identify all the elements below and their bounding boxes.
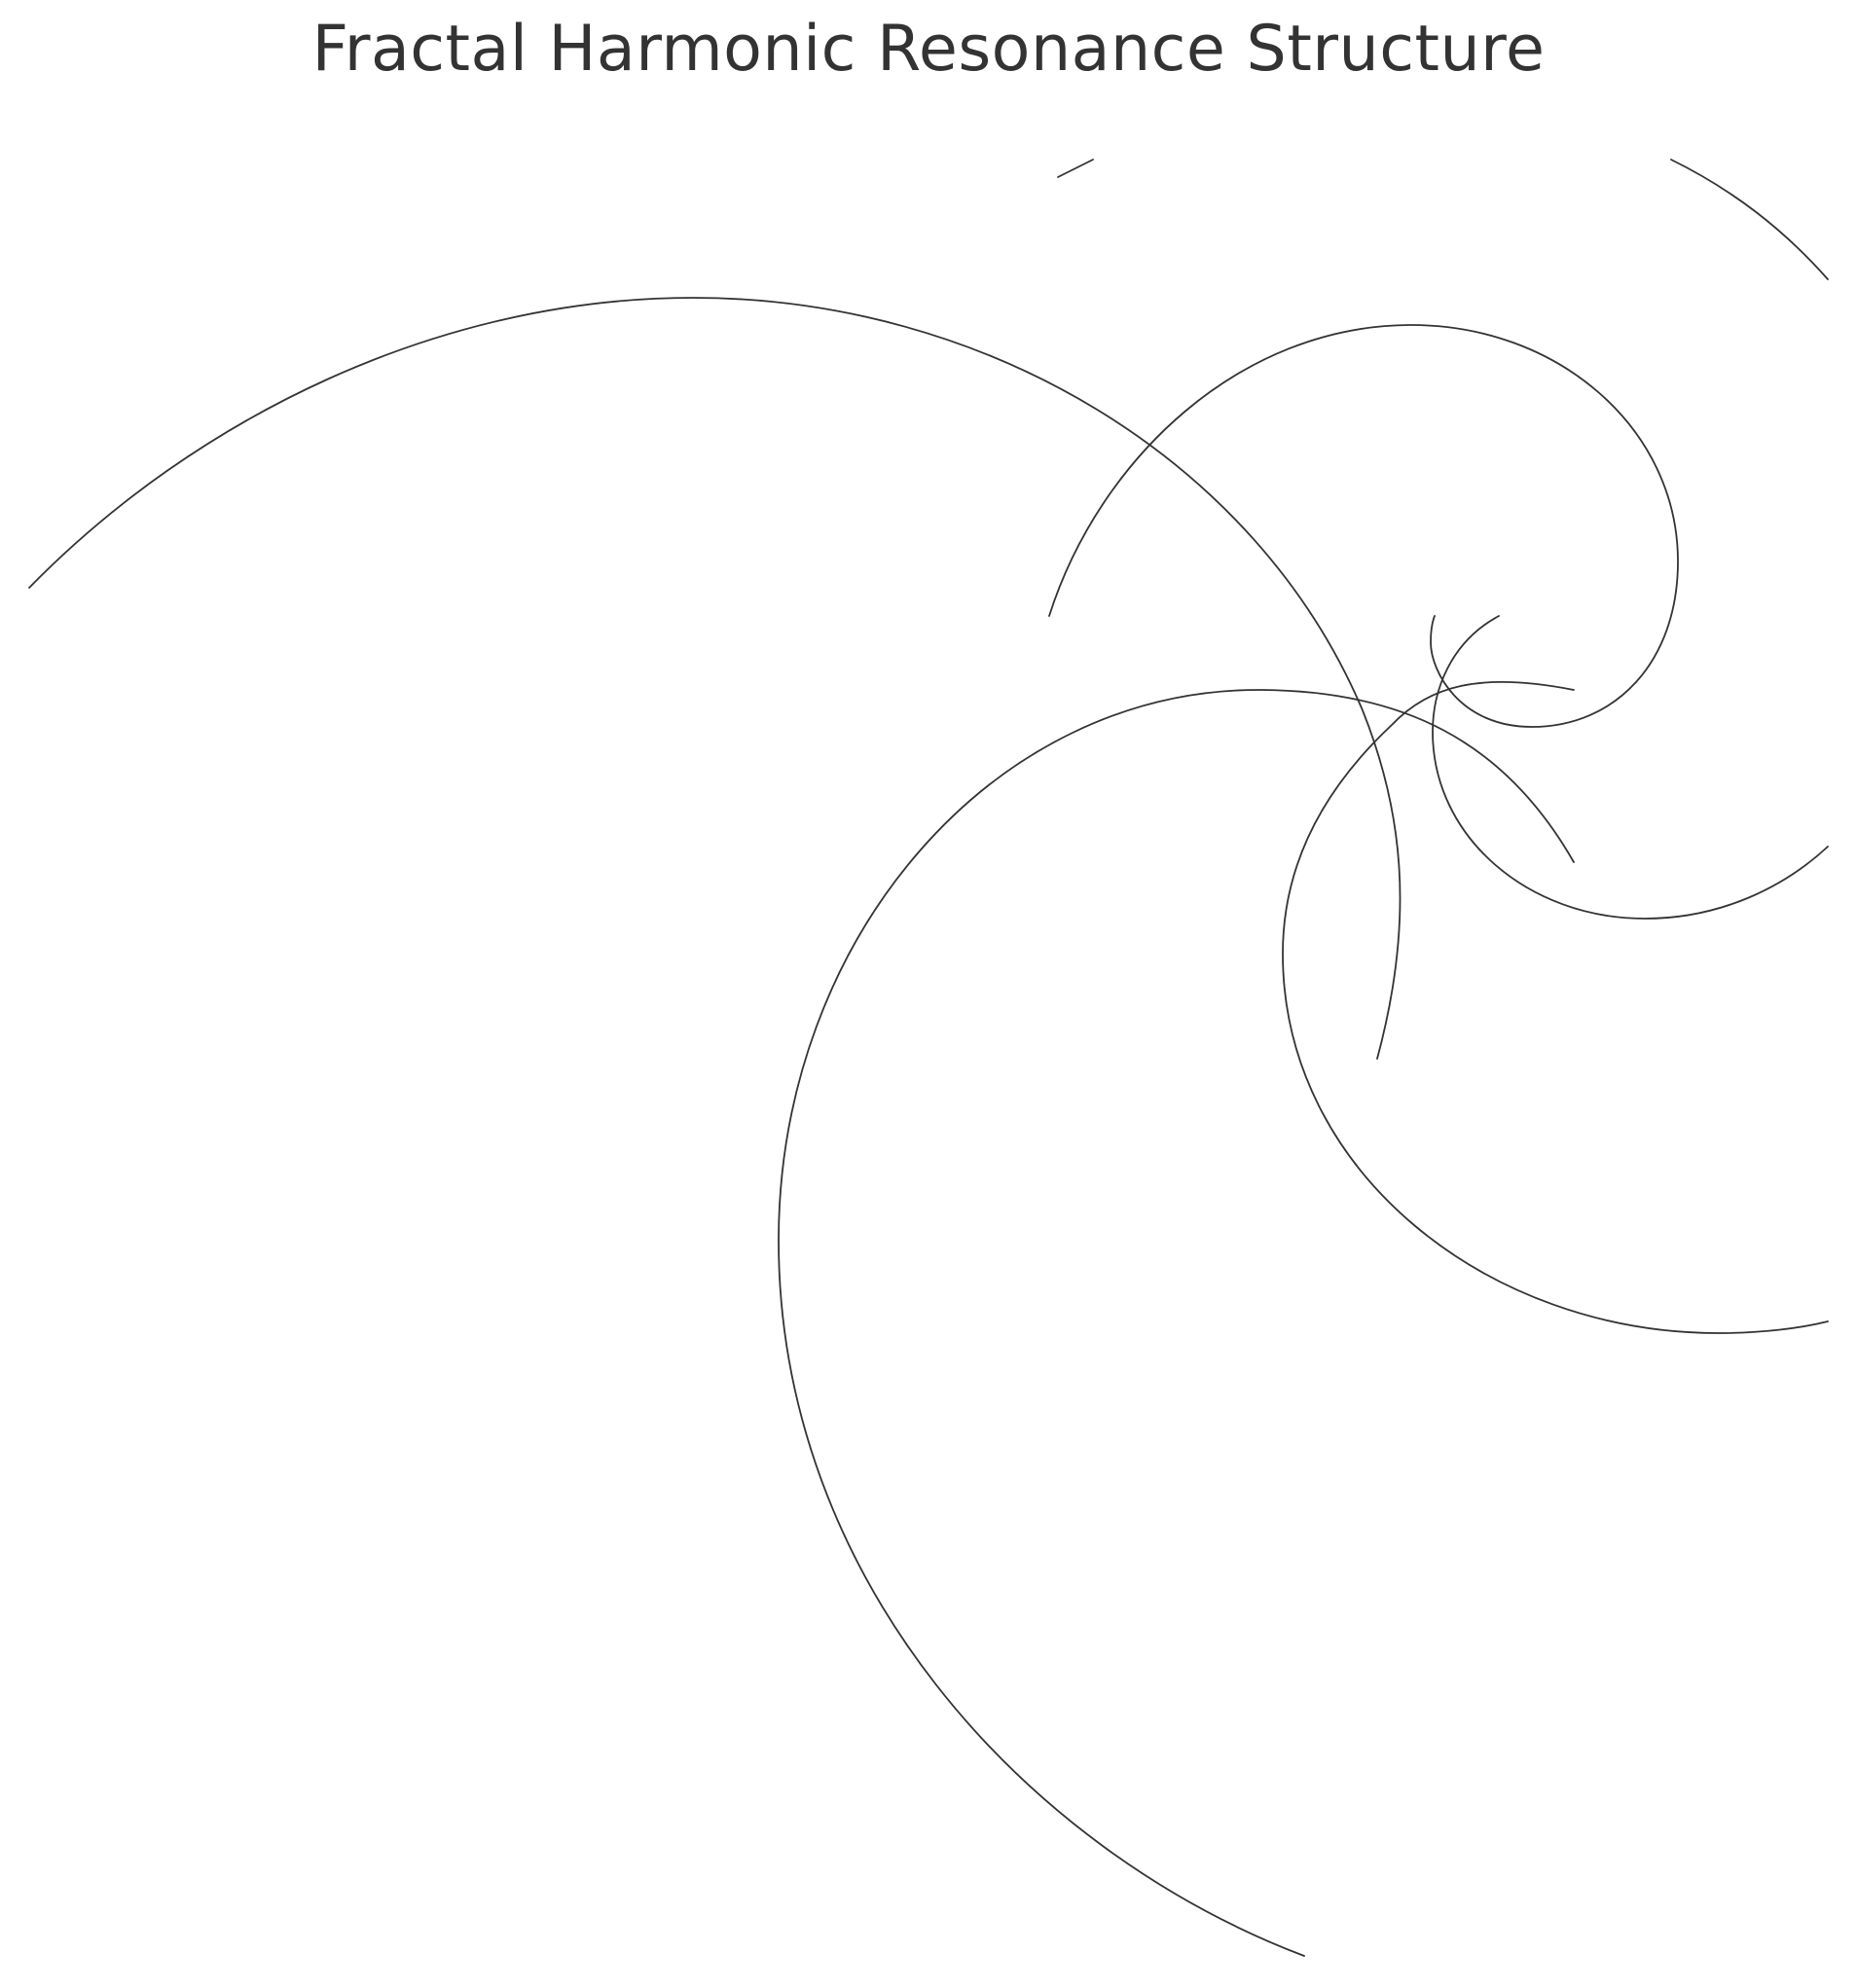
top-tick (1057, 159, 1094, 178)
right-middle-loop (1282, 680, 1829, 1334)
upper-right-loop (1048, 324, 1679, 728)
small-hook (1432, 615, 1829, 920)
top-right-arc (1670, 159, 1829, 280)
page-title: Fractal Harmonic Resonance Structure (311, 13, 1546, 86)
big-spiral-loop (778, 689, 1575, 1957)
large-arc-left (28, 297, 1402, 1060)
